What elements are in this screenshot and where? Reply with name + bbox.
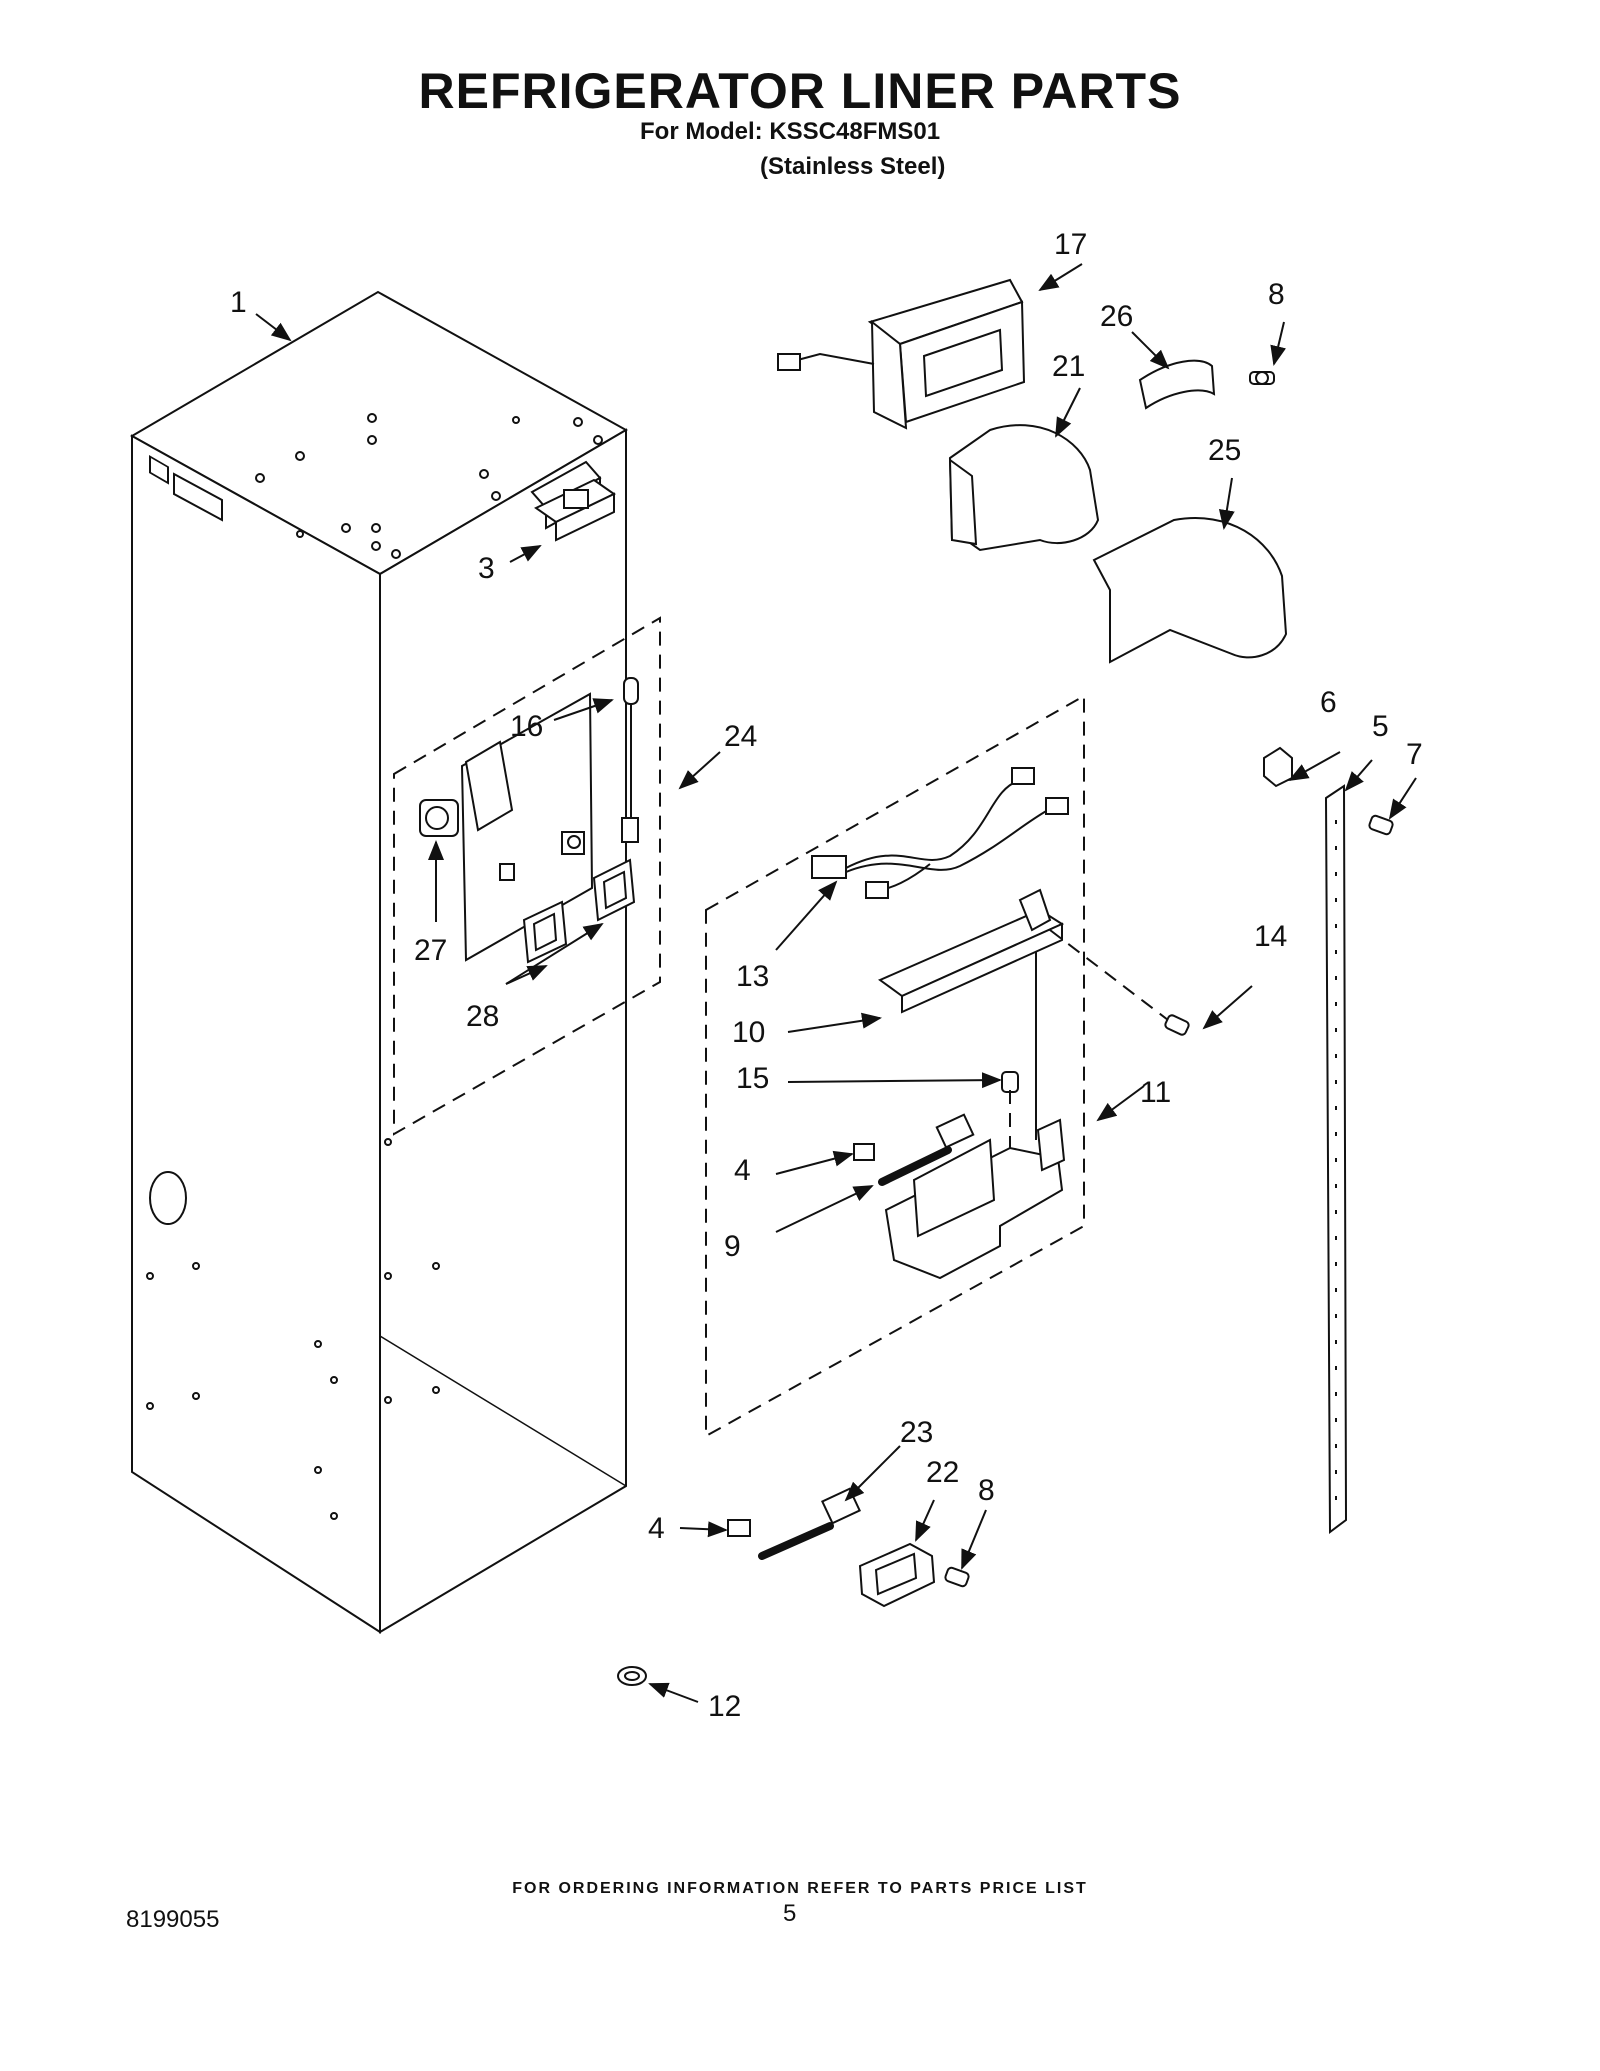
callout-7: 7	[1406, 738, 1423, 771]
pads-28	[522, 858, 636, 964]
screw-14	[1164, 1014, 1190, 1036]
callout-14: 14	[1254, 920, 1287, 953]
callout-8-top: 8	[1268, 278, 1285, 311]
switch-22	[858, 1542, 936, 1608]
callout-15: 15	[736, 1062, 769, 1095]
document-number: 8199055	[126, 1906, 220, 1933]
part-3	[534, 478, 616, 542]
model-line: For Model: KSSC48FMS01	[640, 118, 941, 145]
duct-21	[948, 424, 1100, 552]
duct-25	[1092, 517, 1288, 664]
stop-6	[1263, 746, 1293, 788]
rail-5	[1324, 784, 1348, 1534]
callout-8-bottom: 8	[978, 1474, 995, 1507]
callout-6: 6	[1320, 686, 1337, 719]
finish-line: (Stainless Steel)	[760, 153, 946, 180]
callout-22: 22	[926, 1456, 959, 1489]
screw-7	[1368, 814, 1394, 836]
leader-arrows	[255, 263, 1417, 1703]
callout-12: 12	[708, 1690, 741, 1723]
group-box-control	[705, 694, 1085, 1438]
callout-23: 23	[900, 1416, 933, 1449]
thermistor-9	[853, 1113, 975, 1186]
screw-15	[1001, 1071, 1019, 1093]
ordering-note: FOR ORDERING INFORMATION REFER TO PARTS …	[512, 1880, 1088, 1897]
thermistor-23	[727, 1487, 861, 1560]
page-number: 5	[783, 1900, 797, 1927]
screw-8-top	[1249, 371, 1275, 385]
callout-21: 21	[1052, 350, 1085, 383]
callout-28: 28	[466, 1000, 499, 1033]
plug-12	[617, 1666, 647, 1686]
callout-3: 3	[478, 552, 495, 585]
callout-4-mid: 4	[734, 1154, 751, 1187]
screw-8-bottom	[944, 1566, 970, 1588]
callout-25: 25	[1208, 434, 1241, 467]
bracket-24	[460, 692, 594, 962]
callout-17: 17	[1054, 228, 1087, 261]
board-10	[878, 888, 1065, 1014]
callout-5: 5	[1372, 710, 1389, 743]
cover-11	[884, 1118, 1066, 1280]
callout-labels: 1 3 17 26 8 21 25 16 24 27 28 13 10 15 1…	[230, 228, 1423, 1723]
harness-13	[811, 767, 1069, 899]
callout-9: 9	[724, 1230, 741, 1263]
housing-17	[777, 278, 1026, 430]
liner-cabinet	[129, 290, 629, 1634]
clip-26	[1138, 359, 1216, 410]
callout-27: 27	[414, 934, 447, 967]
grommet-27	[419, 799, 459, 837]
leader-14-dashed	[1049, 929, 1169, 1021]
callout-24: 24	[724, 720, 757, 753]
callout-11: 11	[1140, 1076, 1171, 1109]
sensor-16	[621, 677, 639, 843]
callout-10: 10	[732, 1016, 765, 1049]
callout-16: 16	[510, 710, 543, 743]
callout-13: 13	[736, 960, 769, 993]
callout-4-bottom: 4	[648, 1512, 665, 1545]
page-title: REFRIGERATOR LINER PARTS	[418, 63, 1182, 119]
callout-26: 26	[1100, 300, 1133, 333]
group-box-24	[393, 616, 661, 1136]
callout-1: 1	[230, 286, 247, 319]
